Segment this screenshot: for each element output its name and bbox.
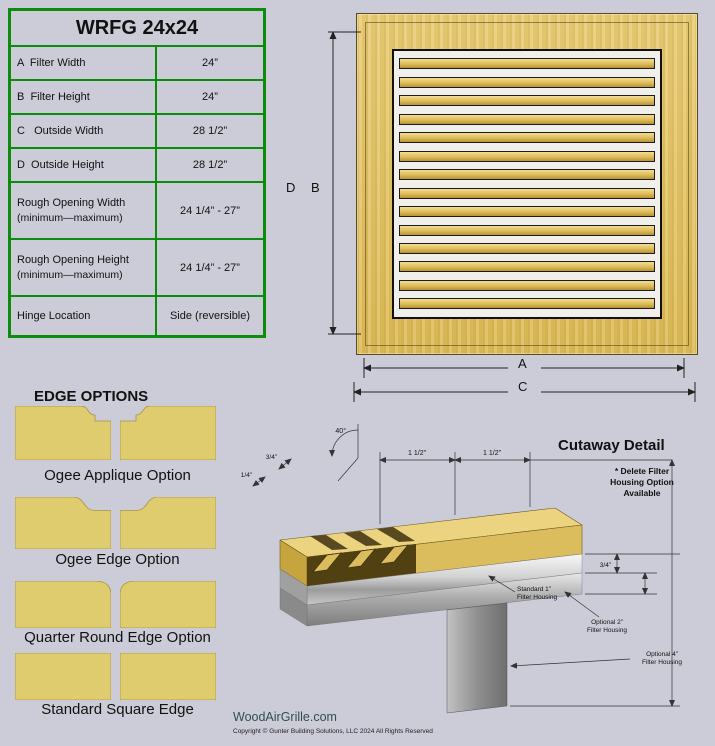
louver: [399, 132, 655, 144]
louver: [399, 242, 655, 254]
cutaway-note-line: Housing Option: [610, 477, 674, 488]
spec-row-rough-opening-height: Rough Opening Height (minimum—maximum) 2…: [11, 240, 263, 297]
edge-options-heading: EDGE OPTIONS: [34, 388, 149, 405]
spec-label: D Outside Height: [17, 158, 104, 171]
louver: [399, 76, 655, 88]
edge-option-label: Ogee Applique Option: [44, 467, 191, 484]
edge-profile-quarter-round-left: [15, 581, 111, 628]
grille-front-drawing: [356, 13, 698, 355]
cutaway-optional4-housing-label2: Filter Housing: [642, 659, 682, 666]
cutaway-lip-right-label: 1 1/2”: [483, 450, 502, 457]
cutaway-edge-side-label: 3/4”: [600, 562, 611, 569]
louver: [399, 169, 655, 181]
spec-label: Hinge Location: [17, 309, 91, 322]
dim-label-c: C: [518, 379, 528, 394]
louver: [399, 298, 655, 310]
edge-option-label: Standard Square Edge: [41, 701, 194, 718]
cutaway-lip-left-label: 1 1/2”: [408, 450, 427, 457]
edge-profile-ogee-right: [120, 497, 216, 549]
louver: [399, 58, 655, 70]
dim-label-b: B: [311, 180, 320, 195]
dim-label-a: A: [518, 356, 527, 371]
spec-sublabel: (minimum—maximum): [17, 268, 123, 281]
footer-website: WoodAirGrille.com: [233, 710, 337, 724]
cutaway-standard-housing-label2: Filter Housing: [517, 594, 557, 601]
cutaway-angle-label: 40°: [335, 427, 346, 435]
spec-value: 24 1/4” - 27”: [180, 204, 240, 217]
spec-row-rough-opening-width: Rough Opening Width (minimum—maximum) 24…: [11, 183, 263, 240]
horizontal-dimension-lines: [353, 358, 696, 402]
edge-option-label: Ogee Edge Option: [55, 551, 180, 568]
spec-value: 24”: [202, 57, 218, 69]
vertical-dimension-lines: [328, 31, 361, 335]
spec-table: WRFG 24x24 A Filter Width 24” B Filter H…: [8, 8, 266, 338]
cutaway-optional4-housing-label: Optional 4”: [646, 651, 678, 658]
cutaway-note-line: * Delete Filter: [614, 466, 670, 476]
spec-row-outside-width: C Outside Width 28 1/2”: [11, 115, 263, 149]
cutaway-note: * Delete Filter Housing Option Available: [586, 466, 698, 499]
cutaway-slat-thickness-label: 3/4”: [266, 454, 277, 461]
louver-area: [392, 49, 662, 319]
cutaway-title: Cutaway Detail: [558, 437, 665, 454]
footer-copyright: Copyright © Gunter Building Solutions, L…: [233, 728, 433, 735]
edge-profile-ogee-applique-left: [15, 406, 111, 460]
spec-value: 28 1/2”: [192, 125, 228, 137]
spec-row-outside-height: D Outside Height 28 1/2”: [11, 149, 263, 183]
louver: [399, 224, 655, 236]
spec-row-hinge-location: Hinge Location Side (reversible): [11, 297, 263, 335]
frame-inner-line: [365, 22, 689, 346]
spec-label: B Filter Height: [17, 90, 90, 103]
louver: [399, 206, 655, 218]
edge-profile-quarter-round-right: [120, 581, 216, 628]
louver: [399, 279, 655, 291]
edge-profile-ogee-left: [15, 497, 111, 549]
cutaway-dimension-lines: [252, 424, 680, 707]
cutaway-filter-housings: [279, 553, 583, 714]
spec-label: C Outside Width: [17, 124, 104, 137]
edge-profile-square-right: [120, 653, 216, 700]
spec-row-filter-width: A Filter Width 24”: [11, 47, 263, 81]
edge-option-label: Quarter Round Edge Option: [24, 629, 211, 646]
product-title: WRFG 24x24: [11, 11, 263, 47]
cutaway-optional2-housing-label: Optional 2”: [591, 619, 623, 626]
dim-label-d: D: [286, 180, 296, 195]
spec-sublabel: (minimum—maximum): [17, 211, 123, 224]
spec-label: Rough Opening Width: [17, 196, 126, 209]
spec-value: Side (reversible): [169, 310, 251, 322]
louver: [399, 261, 655, 273]
spec-value: 24”: [202, 91, 218, 103]
edge-profile-ogee-applique-right: [120, 406, 216, 460]
spec-value: 24 1/4” - 27”: [180, 261, 240, 274]
cutaway-standard-housing-label: Standard 1”: [517, 586, 551, 593]
cutaway-louvers: [307, 527, 416, 586]
louver: [399, 150, 655, 162]
cutaway-note-line: Available: [623, 488, 661, 499]
spec-label: A Filter Width: [17, 56, 86, 69]
spec-row-filter-height: B Filter Height 24”: [11, 81, 263, 115]
cutaway-optional2-housing-label2: Filter Housing: [587, 627, 627, 634]
edge-profile-square-left: [15, 653, 111, 700]
louver: [399, 113, 655, 125]
spec-value: 28 1/2”: [192, 159, 228, 171]
louver: [399, 95, 655, 107]
cutaway-slat-gap-label: 1/4”: [241, 472, 252, 479]
louver: [399, 187, 655, 199]
cutaway-drawing: 40° 3/4” 1/4” 1 1/2” 1 1/2” 3/4” Standar…: [241, 424, 682, 714]
spec-label: Rough Opening Height: [17, 253, 129, 266]
